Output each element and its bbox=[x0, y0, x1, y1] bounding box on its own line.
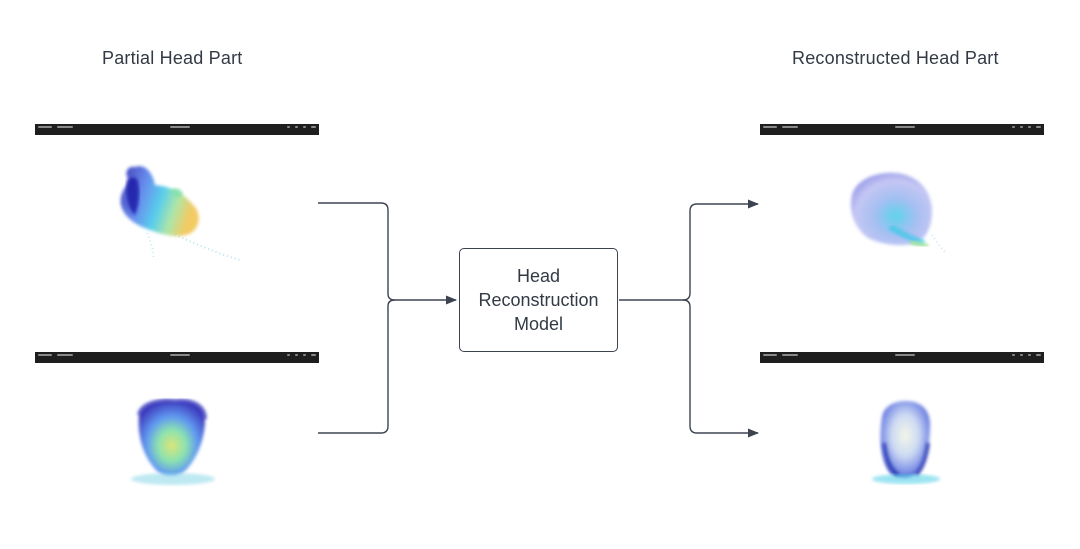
connector-partial-bottom bbox=[318, 299, 396, 434]
point-cloud-canvas bbox=[760, 135, 1044, 265]
viewer-toolbar bbox=[35, 352, 319, 363]
point-cloud-canvas bbox=[35, 363, 319, 493]
partial-head-heading: Partial Head Part bbox=[102, 48, 243, 68]
head-reconstruction-model-box: Head Reconstruction Model bbox=[459, 248, 618, 352]
partial-head-front-viewer bbox=[35, 352, 319, 493]
reconstructed-head-front-viewer bbox=[760, 352, 1044, 493]
connector-partial-top bbox=[318, 202, 458, 305]
model-label: Head Reconstruction Model bbox=[478, 266, 599, 334]
point-cloud bbox=[872, 401, 940, 484]
point-cloud-canvas bbox=[35, 135, 319, 265]
viewer-toolbar bbox=[35, 124, 319, 135]
reconstructed-head-side-viewer bbox=[760, 124, 1044, 265]
point-cloud bbox=[131, 398, 215, 485]
point-cloud-canvas bbox=[760, 363, 1044, 493]
connector-reconstructed-bottom bbox=[682, 299, 760, 438]
reconstructed-head-heading: Reconstructed Head Part bbox=[792, 48, 999, 68]
point-cloud bbox=[850, 172, 947, 254]
viewer-toolbar bbox=[760, 352, 1044, 363]
partial-head-side-viewer bbox=[35, 124, 319, 265]
viewer-toolbar bbox=[760, 124, 1044, 135]
point-cloud bbox=[120, 166, 241, 261]
connector-reconstructed-top bbox=[619, 199, 760, 301]
